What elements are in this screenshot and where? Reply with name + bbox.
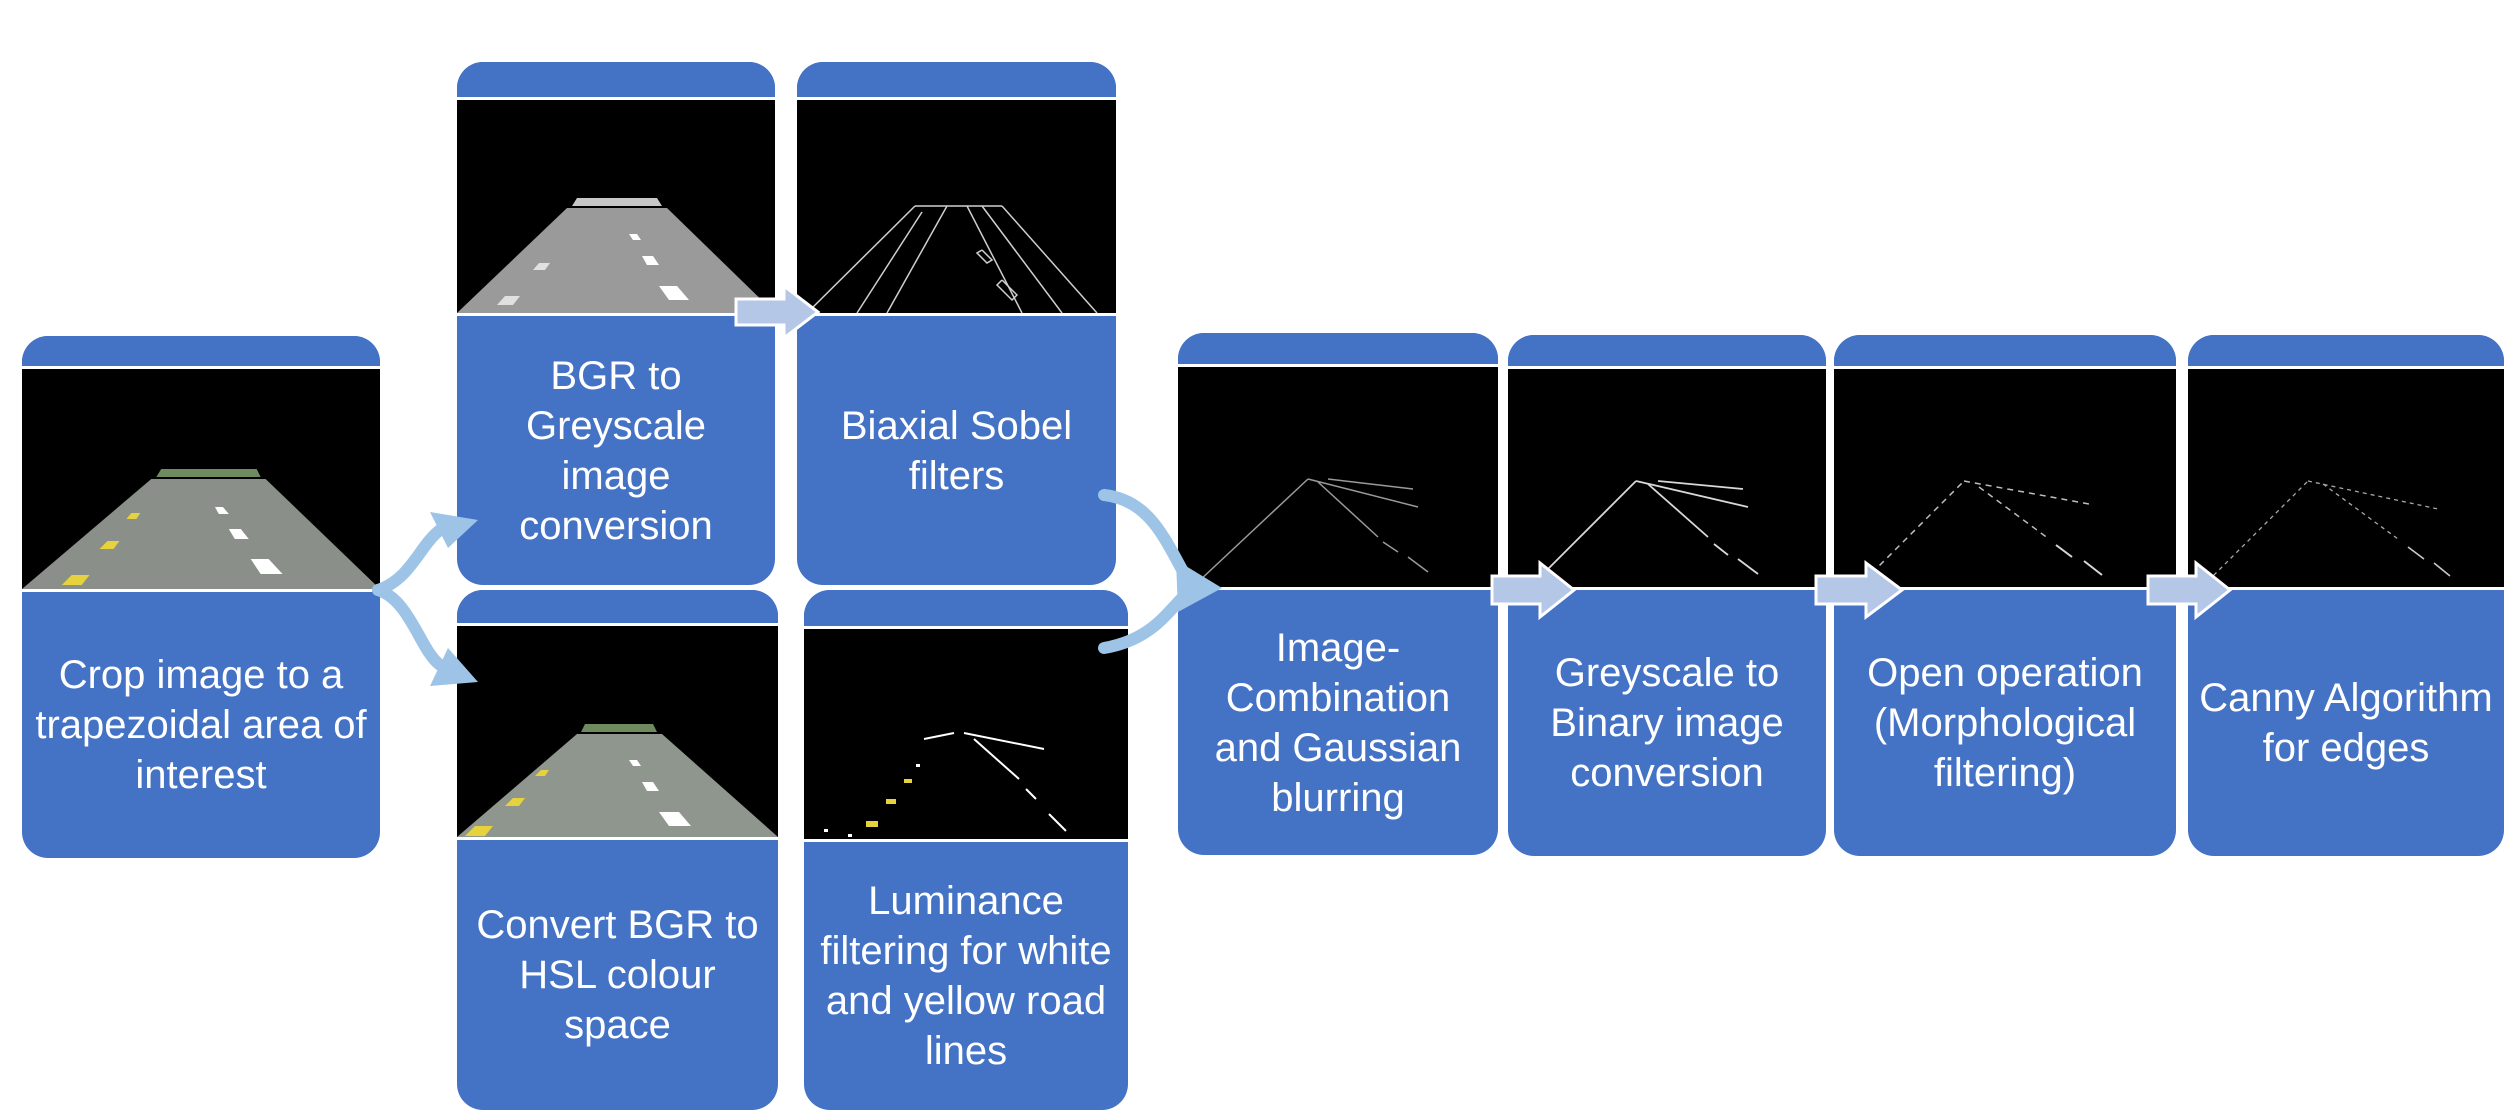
step-card-sobel: Biaxial Sobel filters: [797, 62, 1116, 585]
split-arrow-icon: [372, 524, 446, 671]
step-label: Crop image to a trapezoidal area of inte…: [35, 653, 367, 797]
binary-lines-image: [1508, 369, 1826, 590]
crop-road-image: [22, 369, 380, 592]
step-label: Open operation (Morphological filtering): [1867, 651, 2143, 795]
hsl-road-image: [457, 626, 778, 840]
step-card-crop: Crop image to a trapezoidal area of inte…: [22, 336, 380, 858]
step-label: Luminance filtering for white and yellow…: [820, 879, 1112, 1073]
step-label: Image-Combination and Gaussian blurring: [1214, 625, 1462, 820]
greyscale-road-image: [457, 100, 775, 316]
block-arrow-icon: [2146, 559, 2233, 621]
opened-lines-image: [1834, 369, 2176, 590]
block-arrow-icon: [1490, 559, 1577, 621]
step-label: Greyscale to Binary image conversion: [1550, 651, 1784, 795]
step-card-bgr-greyscale: BGR to Greyscale image conversion: [457, 62, 775, 585]
combined-lines-image: [1178, 367, 1498, 590]
step-label: Biaxial Sobel filters: [840, 403, 1073, 498]
block-arrow-icon: [734, 282, 821, 342]
canny-edges-image: [2188, 369, 2504, 590]
merge-arrow-icon: [1098, 489, 1191, 654]
block-arrow-icon: [1814, 560, 1905, 620]
step-card-canny: Canny Algorithm for edges: [2188, 335, 2504, 856]
step-label: Canny Algorithm for edges: [2199, 676, 2493, 770]
arrow-head-icon: [430, 512, 478, 548]
step-card-hsl: Convert BGR to HSL colour space: [457, 590, 778, 1110]
step-label: BGR to Greyscale image conversion: [519, 353, 713, 548]
sobel-edges-image: [797, 100, 1116, 316]
lane-lines-image: [804, 629, 1128, 842]
step-card-combination: Image-Combination and Gaussian blurring: [1178, 333, 1498, 855]
arrow-head-icon: [1176, 560, 1222, 612]
arrow-head-icon: [430, 648, 478, 686]
step-label: Convert BGR to HSL colour space: [476, 903, 759, 1047]
step-card-luminance: Luminance filtering for white and yellow…: [804, 590, 1128, 1110]
